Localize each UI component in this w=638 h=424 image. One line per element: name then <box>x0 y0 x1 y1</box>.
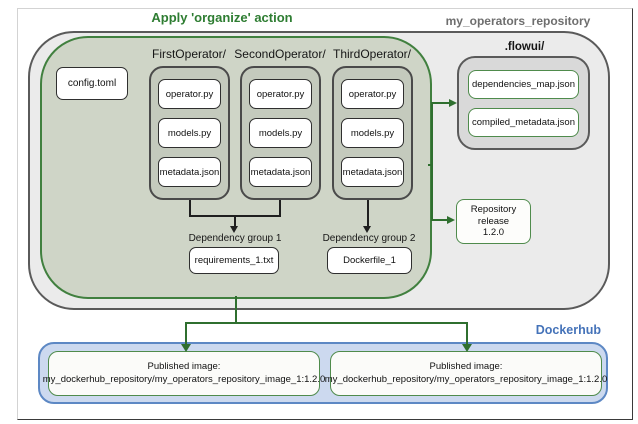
page-border <box>17 8 633 420</box>
file-operator-py: operator.py <box>341 79 404 109</box>
dockerhub-label: Dockerhub <box>535 323 601 337</box>
repository-release-box: Repository release 1.2.0 <box>456 199 531 244</box>
flowui-folder-label: .flowui/ <box>504 41 545 53</box>
arrowhead-down-icon <box>363 226 371 233</box>
file-models-py: models.py <box>249 118 312 148</box>
operator-folder-first: operator.py models.py metadata.json <box>149 66 230 200</box>
requirements-file-box: requirements_1.txt <box>189 247 279 274</box>
config-file-box: config.toml <box>56 67 128 100</box>
dockerfile-box: Dockerfile_1 <box>327 247 412 274</box>
operator-folder-label: SecondOperator/ <box>234 47 326 61</box>
published-image-name: my_dockerhub_repository/my_operators_rep… <box>42 373 326 385</box>
file-operator-py: operator.py <box>158 79 221 109</box>
operator-folder-label: ThirdOperator/ <box>332 47 412 61</box>
flow-line <box>431 102 449 104</box>
published-image-box: Published image: my_dockerhub_repository… <box>325 351 607 396</box>
file-models-py: models.py <box>158 118 221 148</box>
flow-line <box>185 322 468 324</box>
action-title: Apply 'organize' action <box>151 10 293 25</box>
arrowhead-down-icon <box>181 344 191 352</box>
connector-line <box>279 200 281 216</box>
dependency-group-label: Dependency group 2 <box>322 233 416 244</box>
file-metadata-json: metadata.json <box>249 157 312 187</box>
file-compiled-metadata-json: compiled_metadata.json <box>468 108 579 137</box>
operator-folder-label: FirstOperator/ <box>151 47 226 61</box>
release-line: Repository <box>470 203 517 215</box>
flowui-folder: dependencies_map.json compiled_metadata.… <box>457 56 590 150</box>
flow-line <box>431 102 433 221</box>
file-operator-py: operator.py <box>249 79 312 109</box>
flow-line <box>235 296 237 323</box>
published-image-box: Published image: my_dockerhub_repository… <box>43 351 325 396</box>
operator-folder-second: operator.py models.py metadata.json <box>240 66 321 200</box>
dependency-group-label: Dependency group 1 <box>188 233 282 244</box>
connector-line <box>367 200 369 227</box>
file-dependencies-map-json: dependencies_map.json <box>468 70 579 99</box>
arrowhead-right-icon <box>449 98 457 107</box>
file-metadata-json: metadata.json <box>341 157 404 187</box>
release-line: release <box>477 215 510 227</box>
published-image-title: Published image: <box>147 360 221 372</box>
flow-line <box>428 164 433 166</box>
connector-line <box>234 215 236 227</box>
published-image-name: my_dockerhub_repository/my_operators_rep… <box>324 373 608 385</box>
operator-folder-third: operator.py models.py metadata.json <box>332 66 413 200</box>
file-models-py: models.py <box>341 118 404 148</box>
arrowhead-down-icon <box>230 226 238 233</box>
flow-line <box>431 219 447 221</box>
connector-line <box>189 200 191 216</box>
flow-line <box>185 322 187 345</box>
arrowhead-down-icon <box>462 344 472 352</box>
flow-line <box>466 322 468 345</box>
file-metadata-json: metadata.json <box>158 157 221 187</box>
release-version: 1.2.0 <box>482 227 505 239</box>
published-image-title: Published image: <box>429 360 503 372</box>
repository-title: my_operators_repository <box>445 14 591 28</box>
arrowhead-right-icon <box>447 215 455 224</box>
